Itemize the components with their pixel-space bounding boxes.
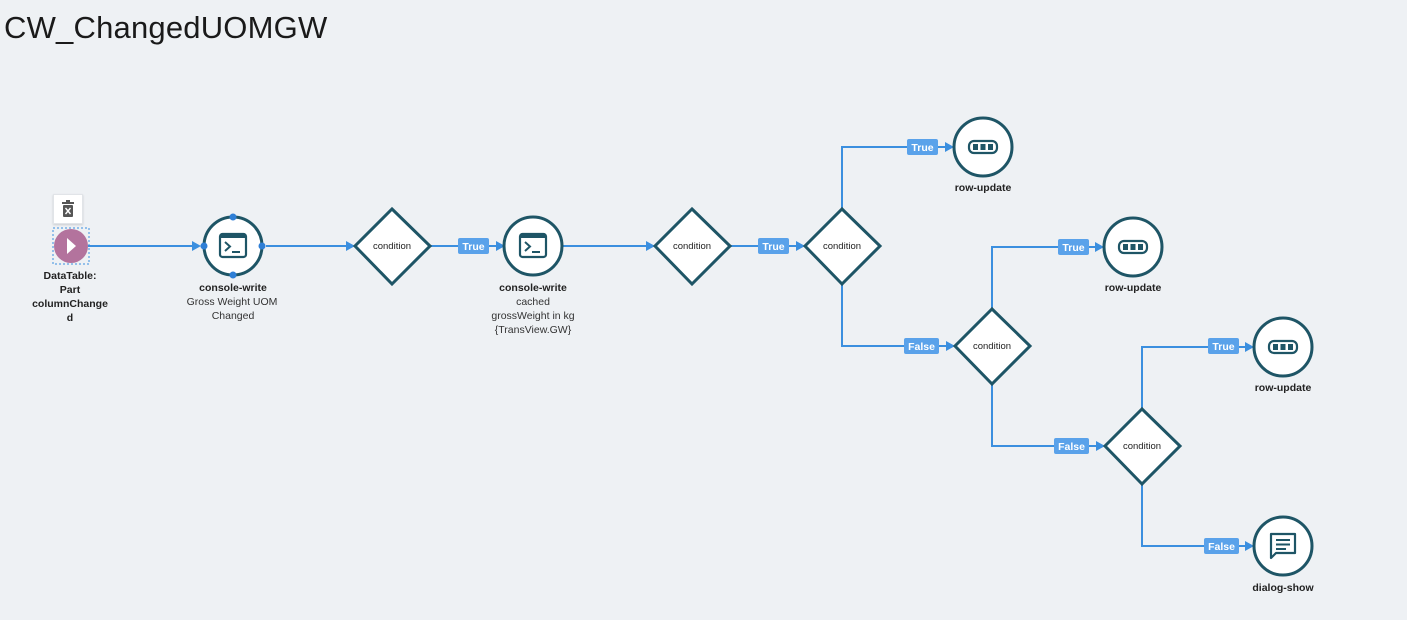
edge-arrow	[945, 142, 954, 152]
connection-handle[interactable]	[229, 271, 237, 279]
badge-text: True	[911, 142, 933, 154]
edge	[1141, 346, 1252, 408]
condition-diamond	[352, 206, 433, 287]
node-subtitle: {TransView.GW}	[495, 324, 572, 336]
terminal-icon	[218, 232, 248, 259]
condition-label: condition	[973, 341, 1011, 352]
badge-false: False	[1204, 538, 1239, 554]
start-label-line: DataTable:	[44, 270, 97, 282]
badge-true: True	[1208, 338, 1239, 354]
connection-handle[interactable]	[258, 242, 266, 250]
row-icon	[1117, 239, 1149, 255]
node-circle	[1252, 515, 1314, 577]
node-circle	[502, 215, 564, 277]
edge-arrow	[796, 241, 805, 251]
node-label: row-update	[1255, 382, 1312, 394]
condition-label: condition	[373, 241, 411, 252]
badge-true: True	[758, 238, 789, 254]
condition-diamond	[952, 306, 1033, 387]
connection-handle[interactable]	[200, 242, 208, 250]
condition-node-3[interactable]: condition	[802, 206, 883, 287]
edge-arrow	[1245, 342, 1254, 352]
start-label-line: d	[67, 312, 73, 324]
edge-arrow	[646, 241, 655, 251]
row-update-node-3[interactable]: row-update	[1252, 316, 1314, 394]
node-label: dialog-show	[1252, 582, 1314, 594]
edges	[88, 142, 1254, 551]
edge-arrow	[946, 341, 955, 351]
delete-node-button[interactable]	[53, 194, 83, 224]
console-write-node-1[interactable]: console-write Gross Weight UOM Changed	[187, 213, 278, 323]
condition-node-2[interactable]: condition	[652, 206, 733, 287]
condition-diamond	[652, 206, 733, 287]
condition-node-5[interactable]: condition	[1102, 406, 1183, 487]
condition-diamond	[802, 206, 883, 287]
node-subtitle: cached	[516, 296, 550, 308]
page-title: CW_ChangedUOMGW	[4, 10, 328, 45]
row-update-node-2[interactable]: row-update	[1102, 216, 1164, 294]
connection-handle[interactable]	[229, 213, 237, 221]
edge	[991, 384, 1103, 447]
badge-text: False	[1058, 441, 1085, 453]
edge-arrow	[1245, 541, 1254, 551]
row-icon	[967, 139, 999, 155]
condition-label: condition	[1123, 441, 1161, 452]
badge-false: False	[904, 338, 939, 354]
dialog-show-node[interactable]: dialog-show	[1252, 515, 1314, 594]
edge	[841, 146, 952, 208]
edge	[991, 246, 1102, 308]
badge-false: False	[1054, 438, 1089, 454]
badge-true: True	[907, 139, 938, 155]
edge-arrow	[496, 241, 505, 251]
badge-true: True	[1058, 239, 1089, 255]
row-update-node-1[interactable]: row-update	[952, 116, 1014, 194]
condition-node-4[interactable]: condition	[952, 306, 1033, 387]
node-label: console-write	[499, 282, 567, 294]
trash-icon	[62, 200, 74, 217]
condition-node-1[interactable]: condition	[352, 206, 433, 287]
node-subtitle: Changed	[212, 310, 255, 322]
badge-text: True	[762, 241, 784, 253]
edge-arrow	[1096, 441, 1105, 451]
message-icon	[1269, 532, 1297, 560]
badge-text: False	[908, 341, 935, 353]
badge-true: True	[458, 238, 489, 254]
edge	[841, 284, 953, 347]
condition-label: condition	[673, 241, 711, 252]
edge-arrow	[346, 241, 355, 251]
node-subtitle: grossWeight in kg	[491, 310, 574, 322]
start-label-line: columnChange	[32, 298, 108, 310]
badge-text: True	[462, 241, 484, 253]
node-label: row-update	[1105, 282, 1162, 294]
condition-label: condition	[823, 241, 861, 252]
edge	[1141, 484, 1252, 547]
node-label: row-update	[955, 182, 1012, 194]
edge-arrow	[192, 241, 201, 251]
node-label: console-write	[199, 282, 267, 294]
badge-text: True	[1212, 341, 1234, 353]
start-node[interactable]: DataTable: Part columnChange d	[32, 227, 108, 324]
start-label-line: Part	[60, 284, 81, 296]
selection-box	[52, 227, 90, 265]
row-icon	[1267, 339, 1299, 355]
play-icon	[67, 238, 76, 254]
edge-arrow	[1095, 242, 1104, 252]
node-subtitle: Gross Weight UOM	[187, 296, 278, 308]
badge-text: False	[1208, 541, 1235, 553]
badge-text: True	[1062, 242, 1084, 254]
condition-diamond	[1102, 406, 1183, 487]
node-circle	[202, 215, 264, 277]
console-write-node-2[interactable]: console-write cached grossWeight in kg {…	[491, 215, 575, 336]
terminal-icon	[518, 232, 548, 259]
